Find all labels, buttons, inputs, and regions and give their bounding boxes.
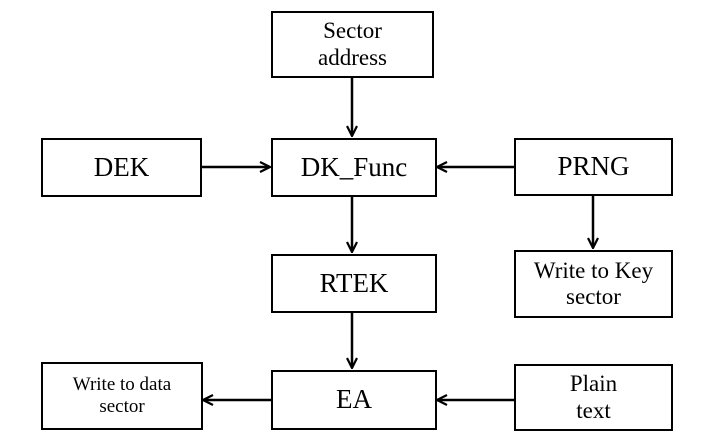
node-write-key-sector: Write to Key sector xyxy=(514,250,673,318)
node-write-data-sector: Write to data sector xyxy=(41,362,203,430)
node-ea: EA xyxy=(271,370,437,430)
node-dek: DEK xyxy=(41,138,202,197)
node-plain-text-label: Plain text xyxy=(569,371,618,423)
node-dek-label: DEK xyxy=(93,151,150,182)
node-plain-text: Plain text xyxy=(514,364,673,431)
node-sector-address-label: Sector address xyxy=(318,18,387,70)
node-rtek: RTEK xyxy=(271,254,437,313)
node-sector-address: Sector address xyxy=(271,11,434,78)
node-rtek-label: RTEK xyxy=(319,267,389,298)
node-prng: PRNG xyxy=(514,138,673,196)
node-prng-label: PRNG xyxy=(557,151,630,182)
node-dk-func-label: DK_Func xyxy=(300,151,408,182)
node-ea-label: EA xyxy=(336,384,372,415)
node-dk-func: DK_Func xyxy=(271,138,437,197)
node-write-data-sector-label: Write to data sector xyxy=(72,374,172,417)
node-write-key-sector-label: Write to Key sector xyxy=(533,257,654,309)
